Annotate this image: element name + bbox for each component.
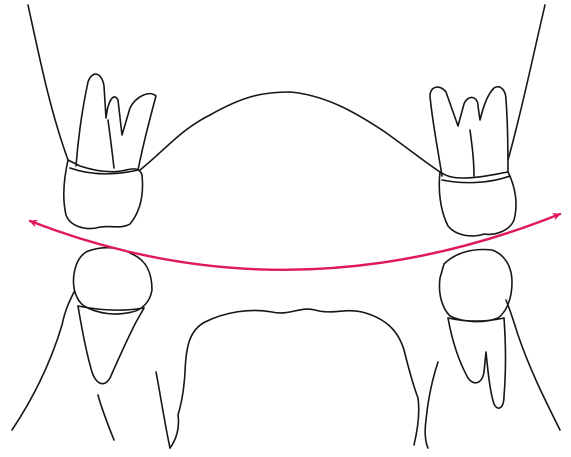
dental-curve-diagram	[0, 0, 571, 457]
